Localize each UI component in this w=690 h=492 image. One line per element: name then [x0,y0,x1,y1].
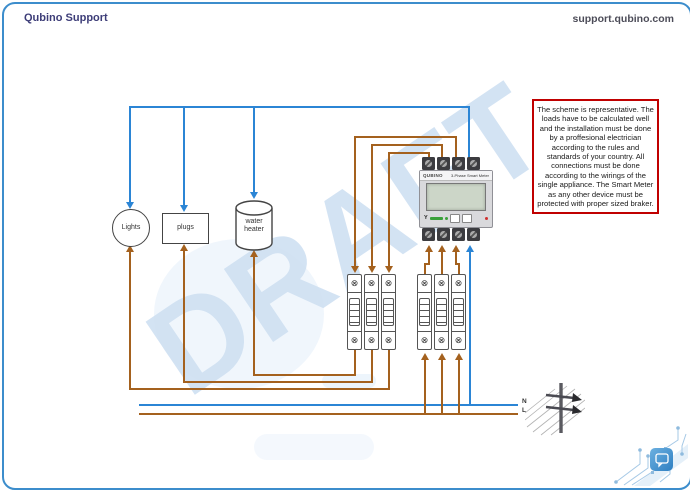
terminal-screw-icon: ⊗ [384,278,393,288]
meter-terminal [422,228,435,241]
screw-icon [425,231,432,238]
screw-icon [455,231,462,238]
meter-lcd [426,183,486,211]
meter-terminal [452,157,465,170]
meter-title: 3-Phase Smart Meter [450,173,489,178]
toggle-handle [419,298,430,326]
breaker-terminal: ⊗ [348,275,361,293]
circuit-breaker: ⊗ ⊗ [381,274,396,350]
toggle-handle [436,298,447,326]
breaker-terminal: ⊗ [382,275,395,293]
breaker-group-mains: ⊗ ⊗ ⊗ ⊗ ⊗ ⊗ [417,274,466,350]
led-red-icon [485,216,488,220]
screw-icon [455,160,462,167]
breaker-toggle [435,293,448,331]
meter-top-terminals [419,157,493,170]
site-link[interactable]: support.qubino.com [572,13,675,25]
background-blob [154,239,324,389]
terminal-screw-icon: ⊗ [454,278,463,288]
load-plugs: plugs [162,213,209,244]
plugs-label: plugs [177,224,194,232]
breaker-terminal: ⊗ [418,275,431,293]
meter-button [449,213,460,223]
breaker-terminal: ⊗ [435,275,448,293]
toggle-handle [366,298,377,326]
breaker-toggle [365,293,378,331]
breaker-group-loads: ⊗ ⊗ ⊗ ⊗ ⊗ ⊗ [347,274,396,350]
note-box: The scheme is representative. The loads … [532,99,659,215]
neutral-wires [126,106,518,406]
meter-bottom-terminals [419,228,493,241]
line-wires [126,136,518,415]
screw-icon [440,231,447,238]
mains-line-label: L [522,407,526,414]
meter-button [461,213,472,223]
mains-neutral-label: N [522,398,527,405]
meter-status-row: Y [420,212,492,224]
page-title: Qubino Support [24,12,108,24]
circuit-breaker: ⊗ ⊗ [364,274,379,350]
meter-body: QUBINO 3-Phase Smart Meter Y [419,170,493,228]
terminal-screw-icon: ⊗ [367,278,376,288]
meter-terminal [437,228,450,241]
note-text: The scheme is representative. The loads … [537,105,654,209]
meter-terminal [437,157,450,170]
wiring-diagram [126,106,518,415]
terminal-screw-icon: ⊗ [367,335,376,345]
meter-terminal [467,157,480,170]
circuit-breaker: ⊗ ⊗ [434,274,449,350]
cylinder-shape [235,200,273,251]
breaker-terminal: ⊗ [418,331,431,349]
circuit-breaker: ⊗ ⊗ [347,274,362,350]
toggle-handle [383,298,394,326]
breaker-terminal: ⊗ [452,331,465,349]
terminal-screw-icon: ⊗ [454,335,463,345]
terminal-screw-icon: ⊗ [350,335,359,345]
breaker-terminal: ⊗ [452,275,465,293]
meter-terminal [452,228,465,241]
terminal-screw-icon: ⊗ [420,278,429,288]
screw-icon [470,231,477,238]
meter-terminal [467,228,480,241]
screw-icon [440,160,447,167]
breaker-toggle [382,293,395,331]
load-water-heater: water heater [235,199,273,251]
breaker-toggle [452,293,465,331]
terminal-screw-icon: ⊗ [384,335,393,345]
utility-pole-icon [525,383,585,436]
breaker-terminal: ⊗ [348,331,361,349]
load-lights: Lights [112,209,150,247]
meter-brand-row: QUBINO 3-Phase Smart Meter [420,171,492,181]
breaker-toggle [348,293,361,331]
meter-terminal [422,157,435,170]
lights-label: Lights [121,223,141,231]
breaker-terminal: ⊗ [365,331,378,349]
circuit-breaker: ⊗ ⊗ [417,274,432,350]
led-green-icon [444,216,448,220]
terminal-screw-icon: ⊗ [350,278,359,288]
background-blob [254,434,374,460]
terminal-screw-icon: ⊗ [437,335,446,345]
terminal-screw-icon: ⊗ [437,278,446,288]
breaker-terminal: ⊗ [435,331,448,349]
breaker-terminal: ⊗ [365,275,378,293]
meter-brand: QUBINO [423,173,443,178]
status-bar [429,216,443,220]
screw-icon [425,160,432,167]
water-heater-label: water heater [244,218,264,234]
terminal-screw-icon: ⊗ [420,335,429,345]
circuit-board-decoration [614,426,688,486]
screw-icon [470,160,477,167]
circuit-breaker: ⊗ ⊗ [451,274,466,350]
antenna-icon: Y [424,215,428,221]
toggle-handle [453,298,464,326]
breaker-terminal: ⊗ [382,331,395,349]
smart-meter: QUBINO 3-Phase Smart Meter Y [419,157,493,241]
toggle-handle [349,298,360,326]
breaker-toggle [418,293,431,331]
